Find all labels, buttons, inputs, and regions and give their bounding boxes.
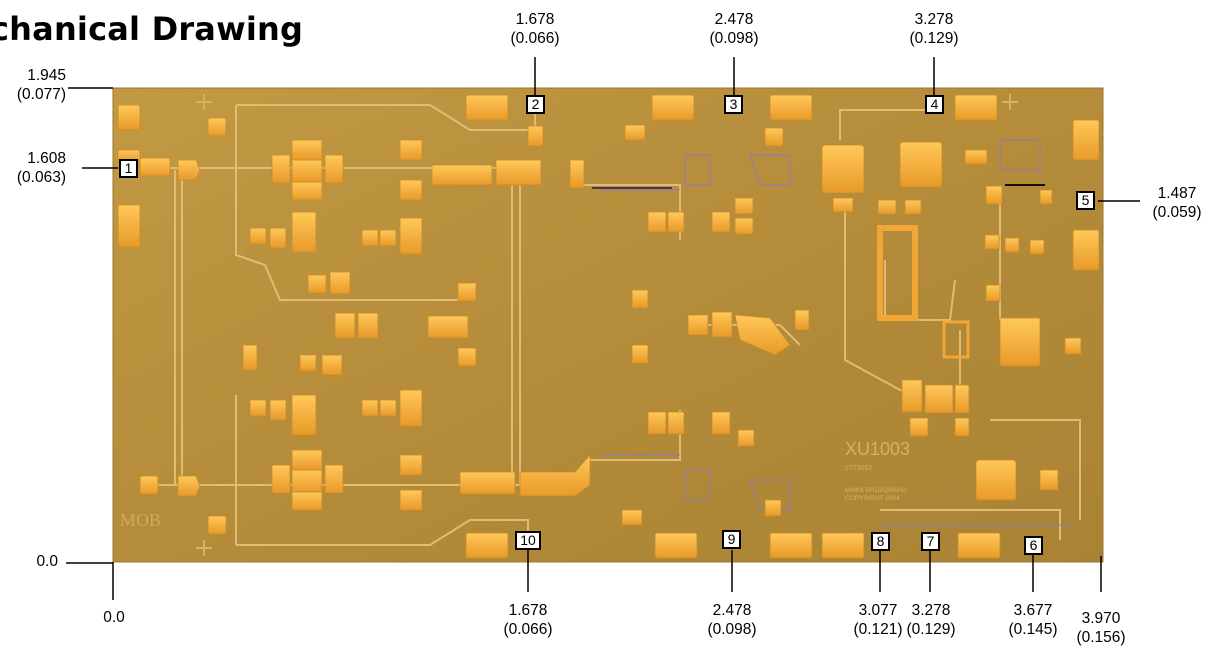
dim-mm: 2.478	[714, 11, 754, 28]
alignment-marks	[196, 94, 1018, 556]
dim-x-pad7: 3.278 (0.129)	[896, 601, 966, 639]
dim-mm: 1.608	[27, 150, 66, 167]
dim-in: (0.129)	[906, 621, 956, 638]
die-logo: MOB	[120, 510, 161, 530]
dim-x-right: 3.970 (0.156)	[1066, 609, 1136, 647]
thin-traces	[600, 139, 1075, 526]
die-code: 2773052	[845, 465, 872, 472]
dim-in: (0.129)	[909, 30, 959, 47]
dim-in: (0.098)	[707, 621, 757, 638]
dim-y-pad5: 1.487 (0.059)	[1144, 184, 1210, 222]
pad-label-9: 9	[722, 530, 741, 549]
dim-x-pad9: 2.478 (0.098)	[697, 601, 767, 639]
pad-label-2: 2	[526, 95, 545, 114]
dim-x-pad3: 2.478 (0.098)	[699, 10, 769, 48]
pad-label-4: 4	[925, 95, 944, 114]
pad-label-10: 10	[515, 531, 541, 550]
die-vendor: MIMIX BROADBAND	[845, 487, 907, 494]
pad-label-7: 7	[921, 532, 940, 551]
dim-in: (0.145)	[1008, 621, 1058, 638]
dim-y-pad1: 1.608 (0.063)	[14, 149, 66, 187]
dim-x-pad2: 1.678 (0.066)	[500, 10, 570, 48]
die-label: XU1003	[845, 439, 910, 459]
components	[117, 94, 1100, 559]
dim-x-pad8: 3.077 (0.121)	[843, 601, 913, 639]
dim-mm: 0.0	[36, 553, 58, 570]
dim-mm: 1.678	[508, 602, 548, 619]
die-copyright: COPYRIGHT 2004	[845, 495, 900, 502]
dimension-lines	[66, 57, 1140, 600]
dim-mm: 1.487	[1157, 185, 1197, 202]
dim-y-top: 1.945 (0.077)	[14, 66, 66, 104]
dim-x-pad10: 1.678 (0.066)	[493, 601, 563, 639]
dim-mm: 1.945	[27, 67, 66, 84]
dim-x-pad4: 3.278 (0.129)	[899, 10, 969, 48]
dim-in: (0.077)	[16, 86, 66, 103]
dim-in: (0.156)	[1076, 629, 1126, 646]
dim-in: (0.059)	[1152, 204, 1202, 221]
dim-x-pad6: 3.677 (0.145)	[998, 601, 1068, 639]
dim-in: (0.098)	[709, 30, 759, 47]
dim-mm: 3.278	[911, 602, 951, 619]
dim-y-origin: 0.0	[20, 552, 58, 571]
dim-mm: 0.0	[103, 609, 125, 626]
dim-mm: 1.678	[515, 11, 555, 28]
dim-mm: 3.970	[1081, 610, 1121, 627]
dim-in: (0.121)	[853, 621, 903, 638]
pad-label-5: 5	[1076, 191, 1095, 210]
die-substrate	[113, 88, 1103, 562]
dim-mm: 3.077	[858, 602, 898, 619]
dim-in: (0.066)	[503, 621, 553, 638]
pad-label-6: 6	[1024, 536, 1043, 555]
dim-mm: 2.478	[712, 602, 752, 619]
dim-mm: 3.278	[914, 11, 954, 28]
dim-in: (0.066)	[510, 30, 560, 47]
page-title: chanical Drawing	[0, 10, 304, 48]
dim-in: (0.063)	[16, 169, 66, 186]
pad-label-3: 3	[724, 95, 743, 114]
dim-mm: 3.677	[1013, 602, 1053, 619]
dim-x-origin: 0.0	[98, 608, 130, 627]
pad-label-1: 1	[119, 159, 138, 178]
pad-label-8: 8	[871, 532, 890, 551]
